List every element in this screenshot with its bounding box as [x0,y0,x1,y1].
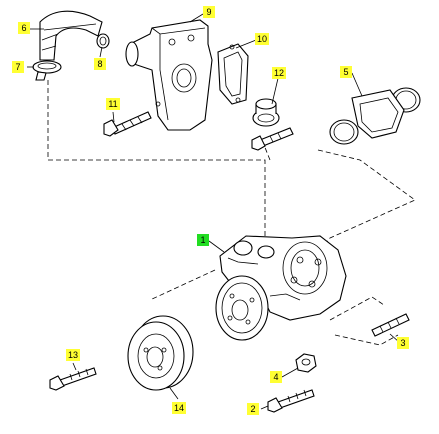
svg-text:10: 10 [257,34,267,44]
hose-clamp-part [32,60,62,81]
svg-text:9: 9 [206,7,211,17]
callout-8: 8 [94,58,106,70]
callout-5: 5 [340,66,352,78]
svg-text:6: 6 [21,23,26,33]
pulley-part [127,315,194,391]
callout-12: 12 [272,67,286,79]
nut-part [295,353,317,373]
callout-10: 10 [255,33,269,45]
svg-text:4: 4 [273,372,278,382]
svg-text:1: 1 [200,235,205,245]
svg-text:7: 7 [15,62,20,72]
small-clamp-part [96,33,110,49]
hose-part [39,10,103,61]
pump-bolt-part [267,389,315,413]
svg-text:8: 8 [97,59,102,69]
water-pump-part [219,235,347,321]
pump-hub-part [215,275,269,341]
leader-lines [27,13,400,410]
thermostat-bolt-part [251,127,294,151]
thermostat-part [252,98,280,127]
svg-text:11: 11 [108,99,117,109]
callouts: 1 2 3 4 5 6 7 8 [12,6,409,415]
svg-text:13: 13 [68,350,78,360]
callout-3: 3 [397,337,409,349]
callout-13: 13 [66,349,80,361]
callout-11: 11 [106,98,120,110]
svg-text:3: 3 [400,338,405,348]
svg-text:14: 14 [174,403,184,413]
pulley-bolt-part [49,367,97,391]
callout-7: 7 [12,61,24,73]
svg-text:5: 5 [343,67,348,77]
svg-text:12: 12 [274,68,284,78]
svg-text:2: 2 [250,404,255,414]
stud-part [371,313,410,337]
callout-6: 6 [18,22,30,34]
callout-14: 14 [172,402,186,414]
callout-2: 2 [247,403,259,415]
gasket-part [217,43,249,105]
thermostat-housing-part [125,19,213,131]
callout-1: 1 [197,234,209,246]
outlet-elbow-part [329,87,421,145]
callout-4: 4 [270,371,282,383]
callout-9: 9 [203,6,215,18]
housing-bolt-part [103,111,152,137]
